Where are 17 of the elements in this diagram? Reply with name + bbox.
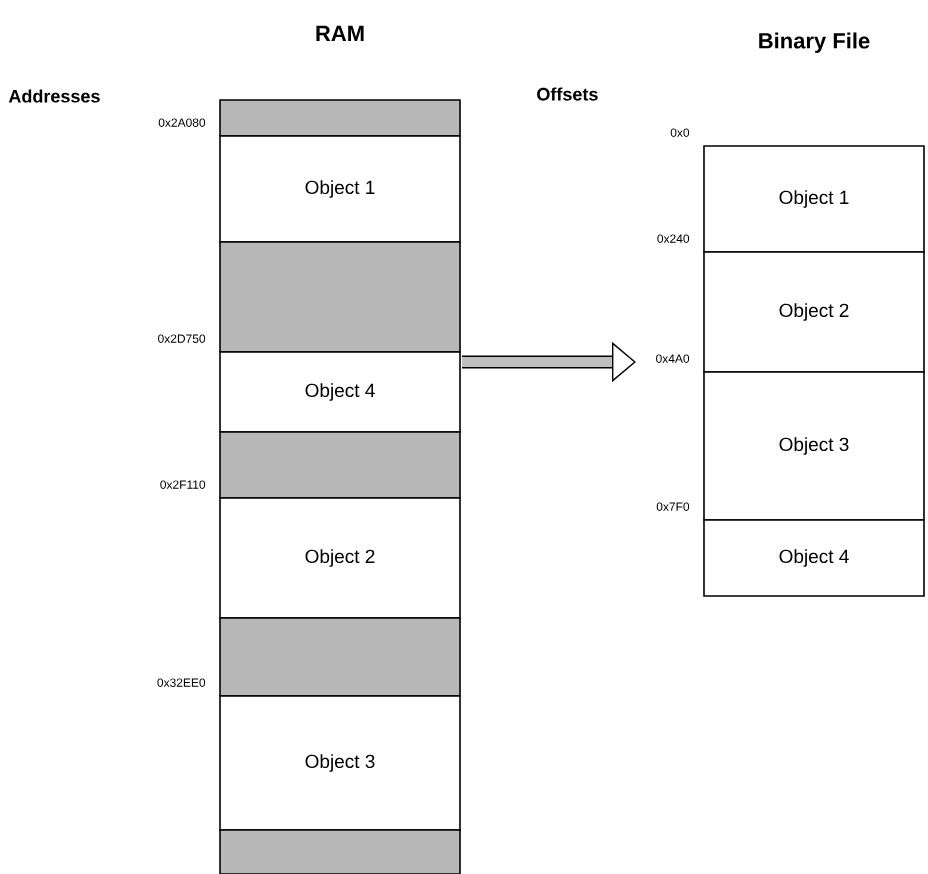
unused-memory-band	[219, 431, 461, 499]
unused-memory-band	[219, 617, 461, 697]
object-box: Object 2	[703, 251, 925, 373]
object-box: Object 3	[703, 371, 925, 521]
unused-memory-band	[219, 829, 461, 874]
object-box: Object 1	[703, 145, 925, 253]
object-box: Object 2	[219, 497, 461, 619]
object-box: Object 4	[219, 351, 461, 433]
column-title: Binary File	[759, 32, 870, 53]
column-heading: Addresses	[8, 89, 100, 103]
unused-memory-band	[219, 241, 461, 353]
column-title: RAM	[316, 25, 364, 41]
object-box: Object 4	[703, 519, 925, 597]
column-heading: Offsets	[537, 87, 598, 101]
object-box: Object 3	[219, 695, 461, 831]
object-box: Object 1	[219, 135, 461, 243]
unused-memory-band	[219, 99, 461, 137]
